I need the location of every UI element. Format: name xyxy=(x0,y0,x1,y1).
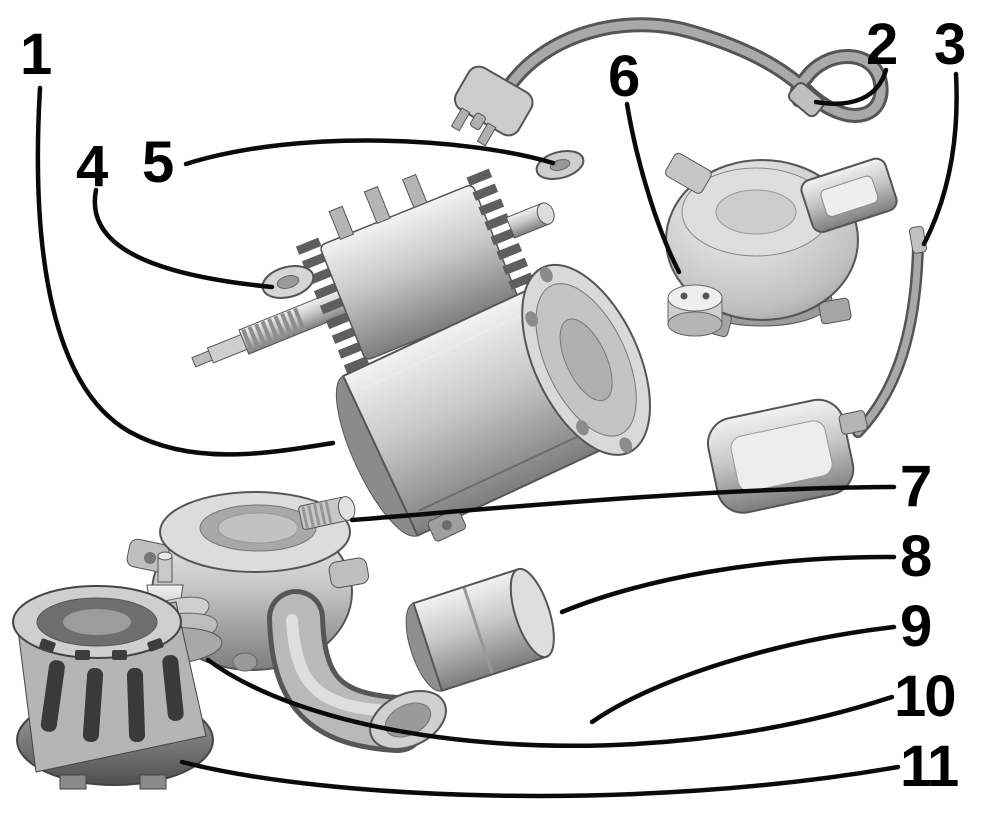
callout-3: 3 xyxy=(934,12,966,77)
leader-5 xyxy=(183,138,556,167)
leader-1 xyxy=(35,85,336,457)
bearing-cap-left xyxy=(261,265,315,299)
shaft-seal-fitting xyxy=(298,496,356,530)
callout-5: 5 xyxy=(142,130,174,195)
leader-10 xyxy=(205,657,895,749)
callout-1: 1 xyxy=(20,22,52,87)
float-switch-cable xyxy=(852,225,928,438)
rotor-assembly xyxy=(191,168,555,377)
callout-8: 8 xyxy=(900,524,932,589)
float-switch xyxy=(706,398,868,514)
leader-6 xyxy=(624,101,682,275)
motor-top-cap xyxy=(665,152,898,338)
capacitor xyxy=(667,284,723,337)
leader-lines xyxy=(35,67,959,799)
leader-4 xyxy=(92,187,275,290)
callout-10: 10 xyxy=(894,664,956,729)
leader-3 xyxy=(921,71,959,247)
callout-11: 11 xyxy=(900,734,959,799)
leader-8 xyxy=(559,554,897,615)
leader-2 xyxy=(813,67,889,106)
callout-2: 2 xyxy=(866,12,898,77)
callout-9: 9 xyxy=(900,594,932,659)
callout-4: 4 xyxy=(76,134,108,199)
callout-7: 7 xyxy=(900,454,932,519)
seal-housing-sleeve xyxy=(405,567,555,693)
callout-6: 6 xyxy=(608,44,640,109)
leader-11 xyxy=(179,759,901,799)
power-cord-grommet xyxy=(788,82,825,118)
carry-handle xyxy=(800,157,898,233)
leader-7 xyxy=(349,484,897,523)
leader-9 xyxy=(589,624,897,725)
motor-body xyxy=(335,263,651,542)
power-plug xyxy=(450,65,534,147)
bearing-cap-right xyxy=(535,149,585,181)
strainer-base xyxy=(12,585,214,790)
